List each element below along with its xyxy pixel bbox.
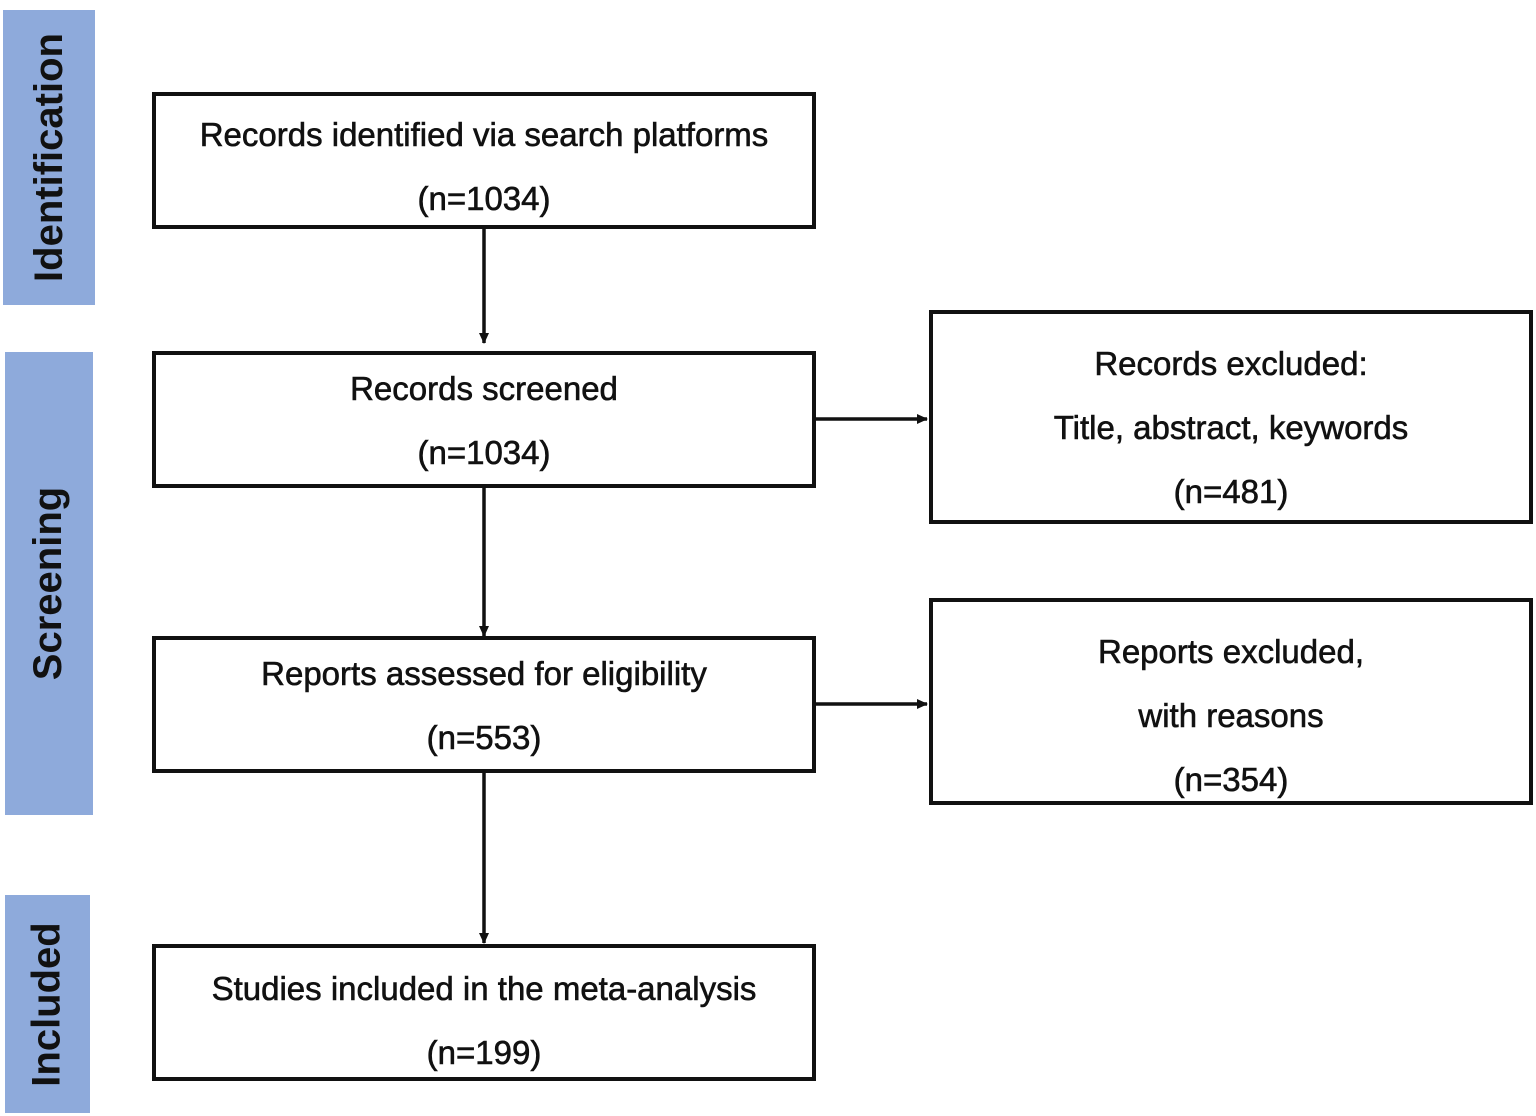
box-count: (n=481) [1173,473,1289,511]
box-reports-excluded: Reports excluded, with reasons (n=354) [929,598,1533,805]
box-detail: with reasons [1138,697,1324,735]
box-title: Records excluded: [1094,345,1368,383]
box-reports-assessed: Reports assessed for eligibility (n=553) [152,636,816,773]
box-count: (n=199) [426,1034,542,1072]
box-count: (n=354) [1173,761,1289,799]
stage-screening: Screening [5,352,93,815]
box-records-screened: Records screened (n=1034) [152,351,816,488]
box-studies-included: Studies included in the meta-analysis (n… [152,944,816,1081]
box-title: Records screened [350,370,618,408]
box-count: (n=553) [426,719,542,757]
box-count: (n=1034) [417,180,551,218]
box-records-excluded: Records excluded: Title, abstract, keywo… [929,310,1533,524]
box-count: (n=1034) [417,434,551,472]
box-detail: Title, abstract, keywords [1053,409,1409,447]
box-title: Records identified via search platforms [199,116,769,154]
box-records-identified: Records identified via search platforms … [152,92,816,229]
stage-identification: Identification [3,10,95,305]
box-title: Reports excluded, [1098,633,1365,671]
box-title: Reports assessed for eligibility [261,655,707,693]
stage-included: Included [5,895,90,1113]
box-title: Studies included in the meta-analysis [211,970,757,1008]
